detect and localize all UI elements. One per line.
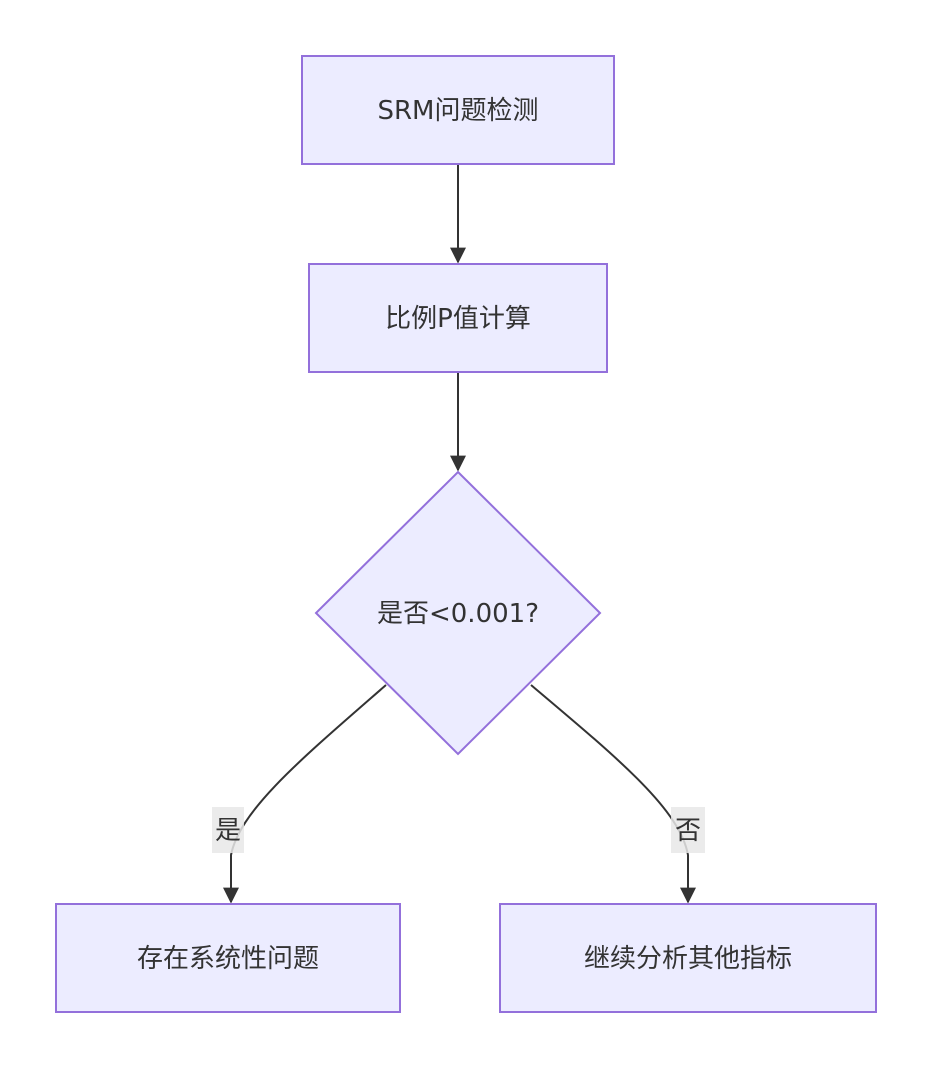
node-decision: 是否<0.001?	[314, 470, 602, 756]
node-p-value-calc: 比例P值计算	[308, 263, 608, 373]
edge-label-yes: 是	[212, 807, 244, 853]
node-continue-analysis-label: 继续分析其他指标	[584, 944, 792, 974]
node-continue-analysis: 继续分析其他指标	[499, 903, 877, 1013]
node-p-value-calc-label: 比例P值计算	[385, 304, 531, 334]
node-systemic-issue: 存在系统性问题	[55, 903, 401, 1013]
edge-label-yes-text: 是	[215, 816, 241, 846]
node-srm-detection-label: SRM问题检测	[377, 96, 538, 126]
node-srm-detection: SRM问题检测	[301, 55, 615, 165]
edge-decision-to-yes	[223, 684, 387, 904]
node-systemic-issue-label: 存在系统性问题	[137, 944, 319, 974]
edge-label-no: 否	[671, 807, 705, 853]
node-decision-label: 是否<0.001?	[377, 599, 539, 629]
edge-label-no-text: 否	[675, 816, 701, 846]
edge-decision-to-no	[530, 684, 696, 904]
